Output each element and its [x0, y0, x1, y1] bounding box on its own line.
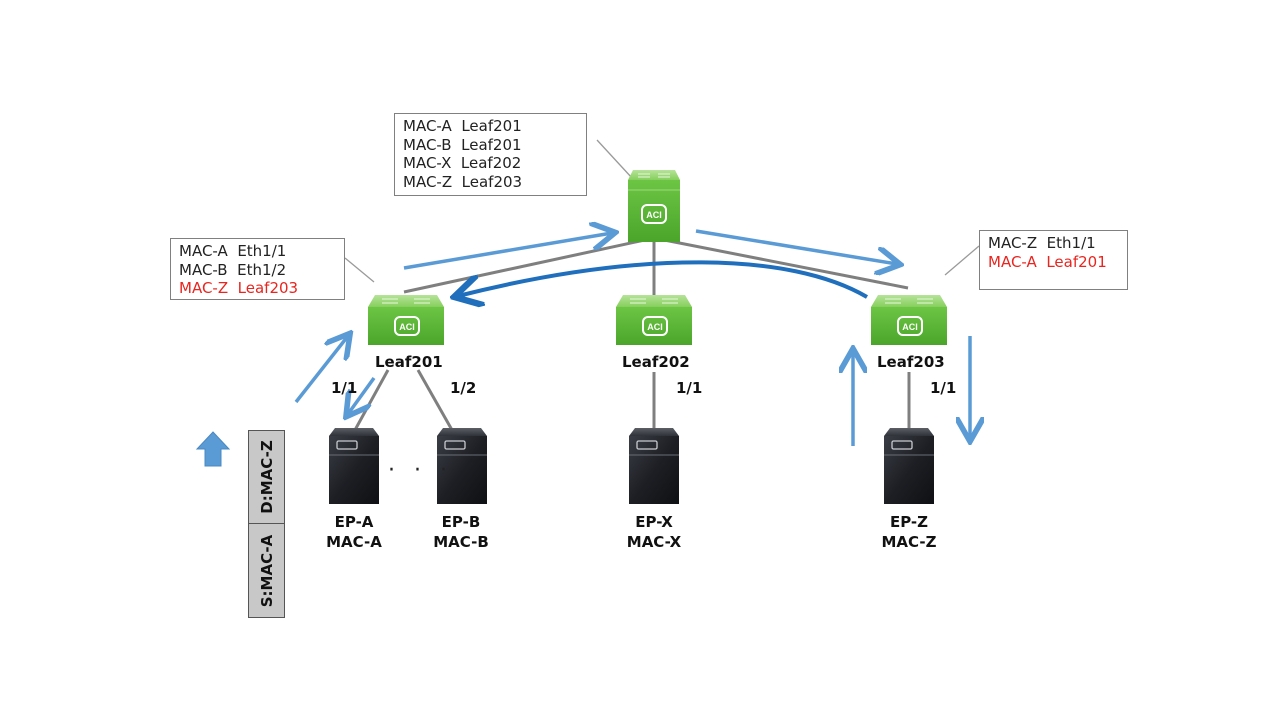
leaf203-table-row-learned: MAC-A Leaf201 — [988, 252, 1107, 271]
frame-dst-text: D:MAC-Z — [257, 440, 276, 514]
ep-b-name: EP-B — [441, 513, 481, 531]
port-label-leaf201-1-1: 1/1 — [331, 379, 358, 397]
port-label-leaf203-1-1: 1/1 — [930, 379, 957, 397]
leaf202-switch-icon — [616, 295, 692, 345]
ep-x-name: EP-X — [635, 513, 673, 531]
ep-a-server-icon — [329, 428, 379, 504]
spine-table-row: MAC-B Leaf201 — [403, 135, 522, 154]
ep-b-label: EP-B MAC-B — [416, 512, 506, 552]
packet-direction-arrow-icon — [195, 431, 231, 467]
port-label-leaf202-1-1: 1/1 — [676, 379, 703, 397]
ep-a-label: EP-A MAC-A — [309, 512, 399, 552]
link-leaf201-ep-b — [416, 369, 454, 431]
spine-mac-table: MAC-A Leaf201 MAC-B Leaf201 MAC-X Leaf20… — [394, 113, 587, 196]
ep-z-name: EP-Z — [889, 513, 929, 531]
leaf203-table-row: MAC-Z Eth1/1 — [988, 234, 1096, 252]
spine-switch-icon — [628, 170, 680, 242]
frame-src-field: S:MAC-A — [248, 523, 285, 618]
arrow-leaf201-to-ep-a — [348, 376, 376, 414]
leaf203-callout-pointer — [944, 245, 980, 276]
leaf201-switch-icon — [368, 295, 444, 345]
ep-x-server-icon — [629, 428, 679, 504]
arrow-spine-to-leaf203 — [695, 229, 897, 264]
leaf201-table-row: MAC-B Eth1/2 — [179, 260, 287, 279]
leaf201-callout-pointer — [344, 257, 375, 283]
more-endpoints-ellipsis: · · · — [388, 458, 453, 483]
leaf203-mac-table: MAC-Z Eth1/1 MAC-A Leaf201 — [979, 230, 1128, 290]
ep-x-mac: MAC-X — [626, 533, 682, 551]
ep-b-mac: MAC-B — [433, 533, 489, 551]
leaf201-label: Leaf201 — [375, 353, 443, 371]
link-spine-leaf203 — [653, 236, 909, 290]
spine-table-row: MAC-X Leaf202 — [403, 154, 522, 172]
ep-z-label: EP-Z MAC-Z — [864, 512, 954, 552]
ep-a-name: EP-A — [334, 513, 374, 531]
leaf201-table-row: MAC-A Eth1/1 — [179, 242, 287, 260]
arrow-leaf201-to-spine — [403, 233, 612, 270]
ep-x-label: EP-X MAC-X — [609, 512, 699, 552]
spine-table-row: MAC-Z Leaf203 — [403, 172, 523, 191]
ep-a-mac: MAC-A — [326, 533, 382, 551]
frame-dst-field: D:MAC-Z — [248, 430, 285, 524]
leaf201-table-row-learned: MAC-Z Leaf203 — [179, 279, 299, 297]
leaf201-mac-table: MAC-A Eth1/1 MAC-B Eth1/2 MAC-Z Leaf203 — [170, 238, 345, 300]
port-label-leaf201-1-2: 1/2 — [450, 379, 477, 397]
spine-table-row: MAC-A Leaf201 — [403, 117, 522, 135]
ep-z-mac: MAC-Z — [881, 533, 937, 551]
spine-callout-pointer — [596, 139, 633, 179]
leaf203-switch-icon — [871, 295, 947, 345]
leaf202-label: Leaf202 — [622, 353, 690, 371]
leaf203-label: Leaf203 — [877, 353, 945, 371]
arrow-ep-a-to-leaf201 — [294, 336, 348, 404]
frame-src-text: S:MAC-A — [257, 534, 276, 607]
arrow-leaf203-learn-to-leaf201 — [458, 260, 869, 297]
ep-z-server-icon — [884, 428, 934, 504]
